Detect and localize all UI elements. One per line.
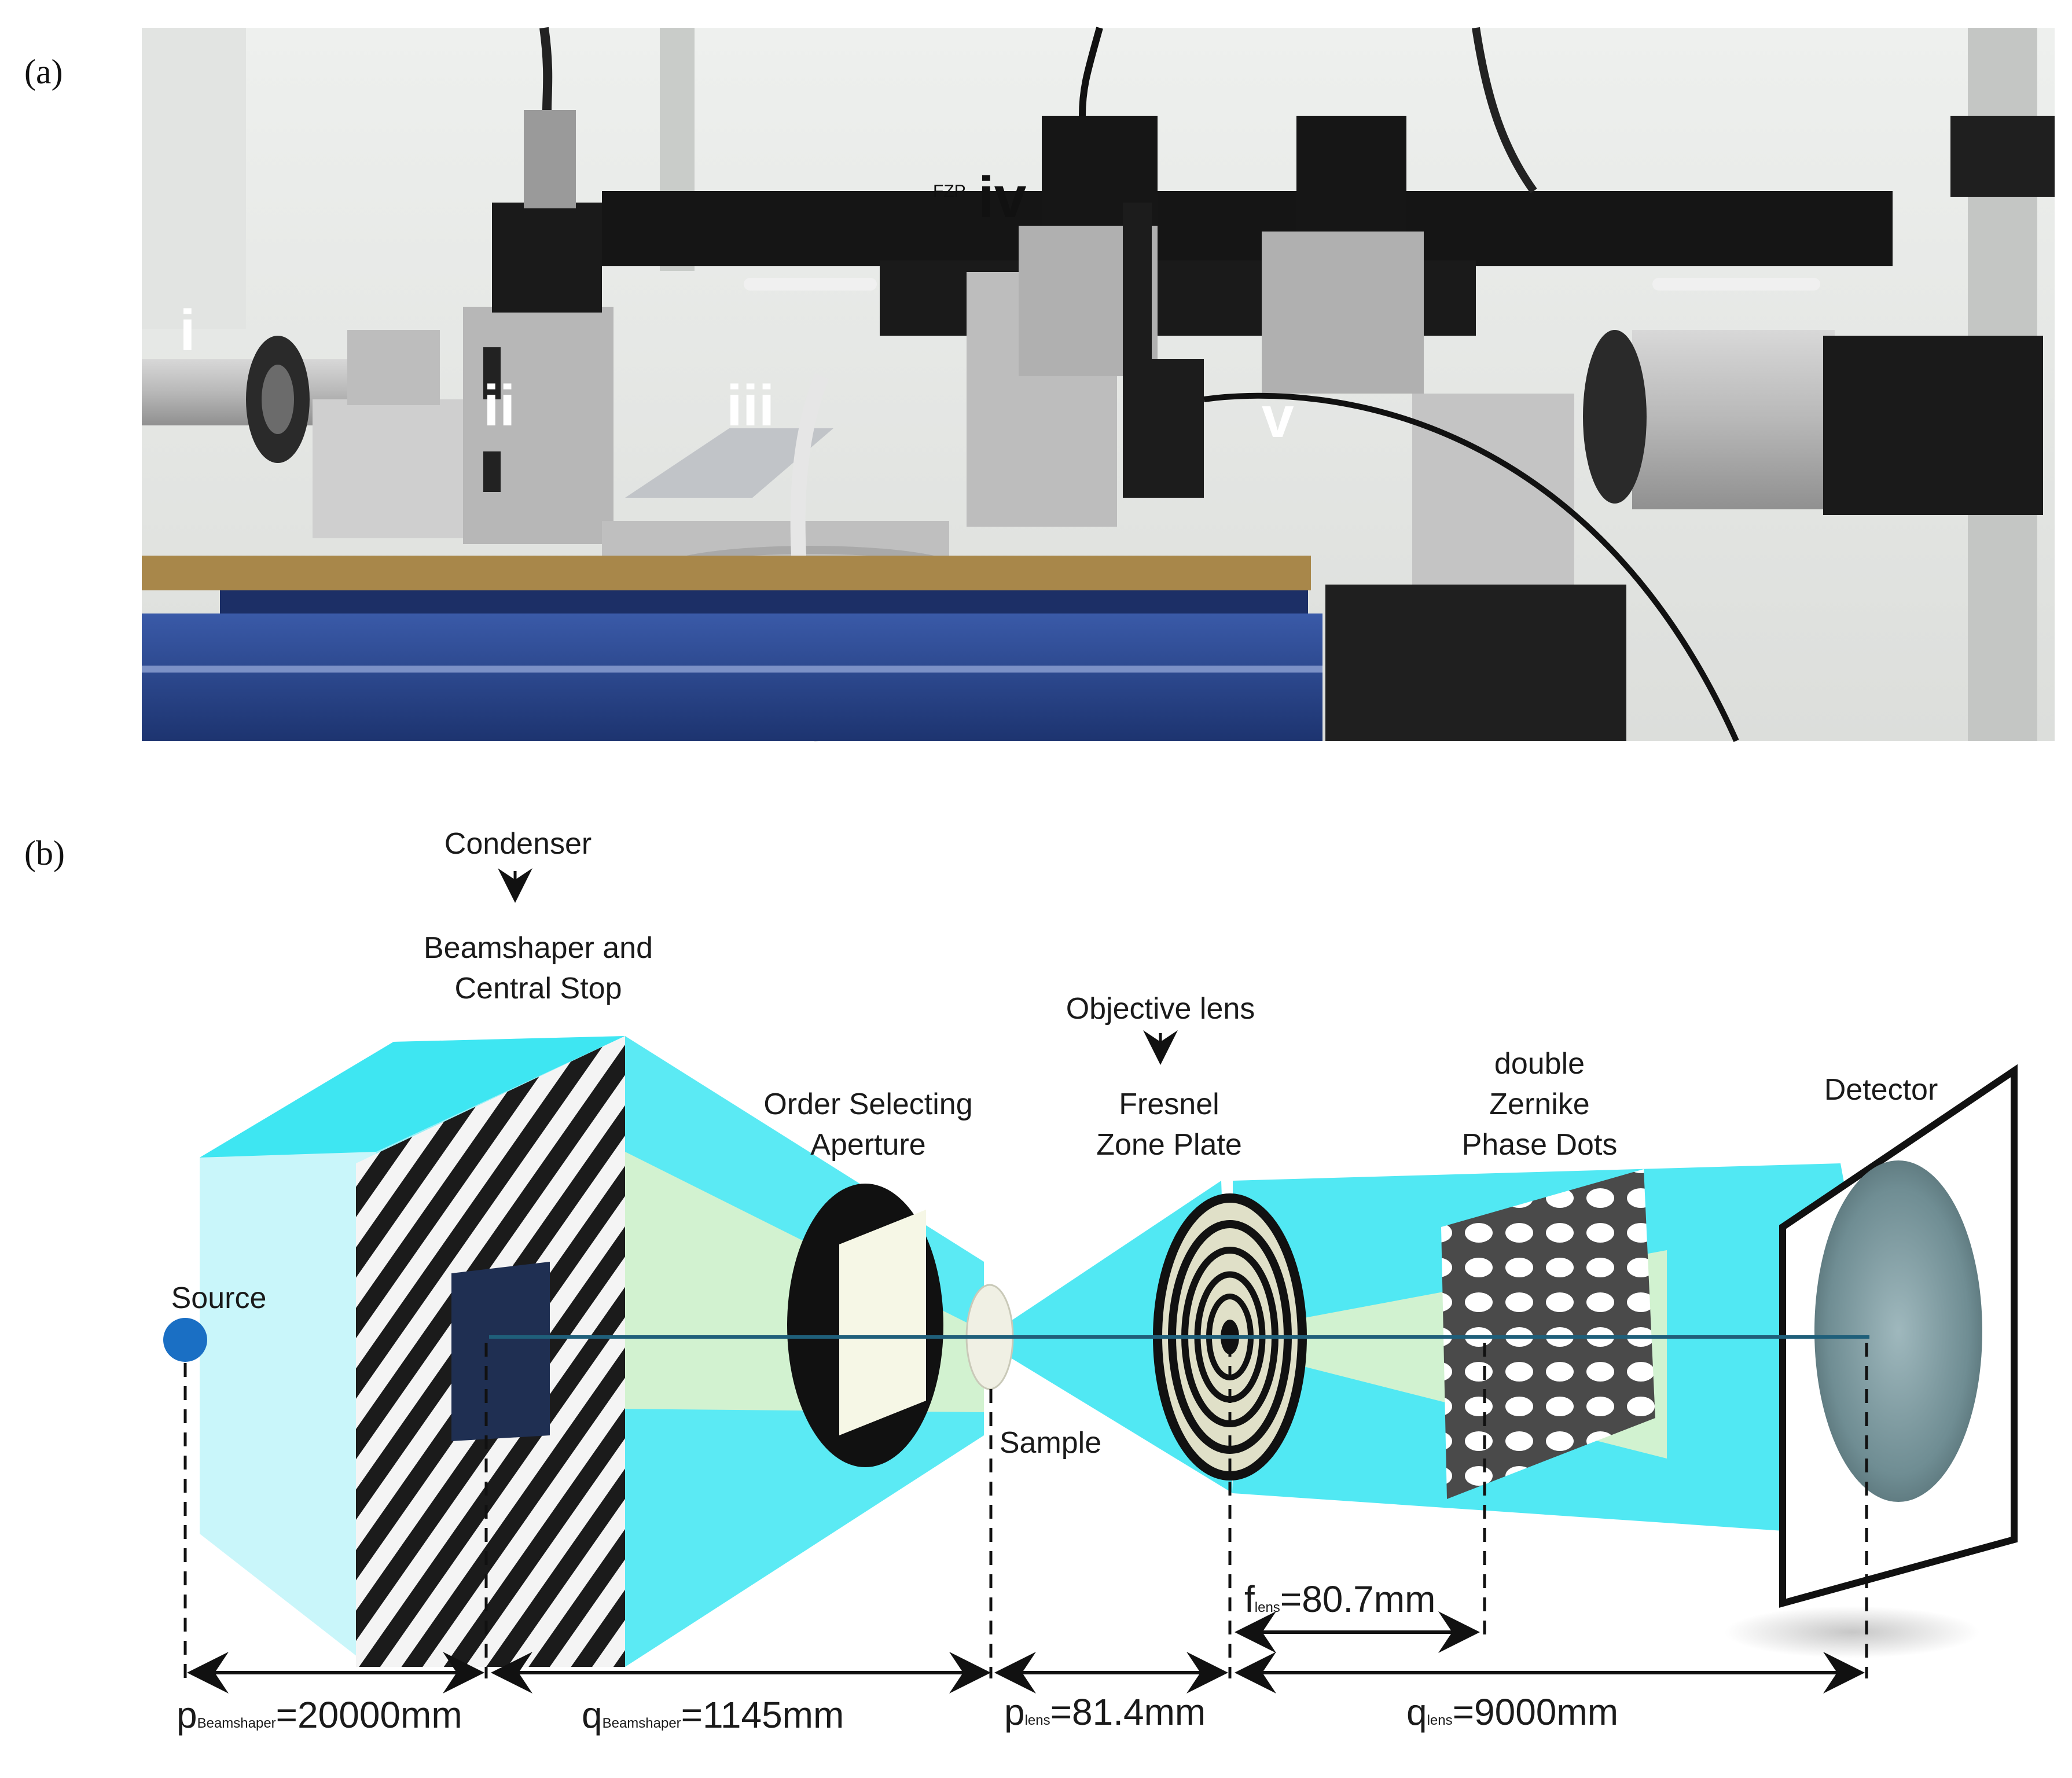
zernike-label-2: Zernike: [1489, 1088, 1589, 1121]
q-beamshaper-label: qBeamshaper=1145mm: [582, 1694, 844, 1736]
osa-label-2: Aperture: [810, 1128, 925, 1162]
photo-label-v: v: [1262, 385, 1294, 450]
source-label: Source: [171, 1281, 267, 1315]
central-stop: [451, 1262, 550, 1441]
zernike-label-1: double: [1494, 1047, 1585, 1081]
detector-camera: [1823, 336, 2043, 515]
optical-table: [142, 614, 1322, 741]
beamshaper-label-2: Central Stop: [454, 972, 622, 1005]
fzp-label-2: Zone Plate: [1096, 1128, 1242, 1162]
zernike-label-3: Phase Dots: [1462, 1128, 1618, 1162]
panel-b-label: (b): [24, 834, 65, 872]
panel-a-label: (a): [24, 53, 63, 91]
setup-photo: i ii iii iv v FZP: [142, 27, 2055, 743]
optical-rail: [602, 191, 1893, 266]
osa-label-1: Order Selecting: [763, 1088, 972, 1121]
detector-image: [1814, 1160, 1982, 1502]
objective-label: Objective lens: [1066, 992, 1255, 1026]
photo-label-iv: iv: [978, 165, 1027, 230]
beamshaper-label-1: Beamshaper and: [424, 931, 653, 965]
photo-label-i: i: [179, 298, 196, 363]
condenser-stage: [463, 307, 613, 544]
q-lens-label: qlens=9000mm: [1406, 1691, 1618, 1733]
f-lens-label: flens=80.7mm: [1244, 1578, 1435, 1620]
fzp-label-1: Fresnel: [1119, 1088, 1219, 1121]
photo-label-iii: iii: [726, 373, 774, 438]
photo-fzp-tag: FZP: [933, 182, 966, 201]
zernike-phase-dots: [1441, 1169, 1655, 1499]
sample-label: Sample: [1000, 1426, 1101, 1460]
p-lens-label: plens=81.4mm: [1004, 1691, 1206, 1733]
source-dot: [163, 1318, 207, 1362]
p-beamshaper-label: pBeamshaper=20000mm: [177, 1694, 462, 1736]
detector-label: Detector: [1824, 1073, 1938, 1107]
condenser-label: Condenser: [444, 827, 592, 861]
photo-label-ii: ii: [483, 373, 516, 438]
